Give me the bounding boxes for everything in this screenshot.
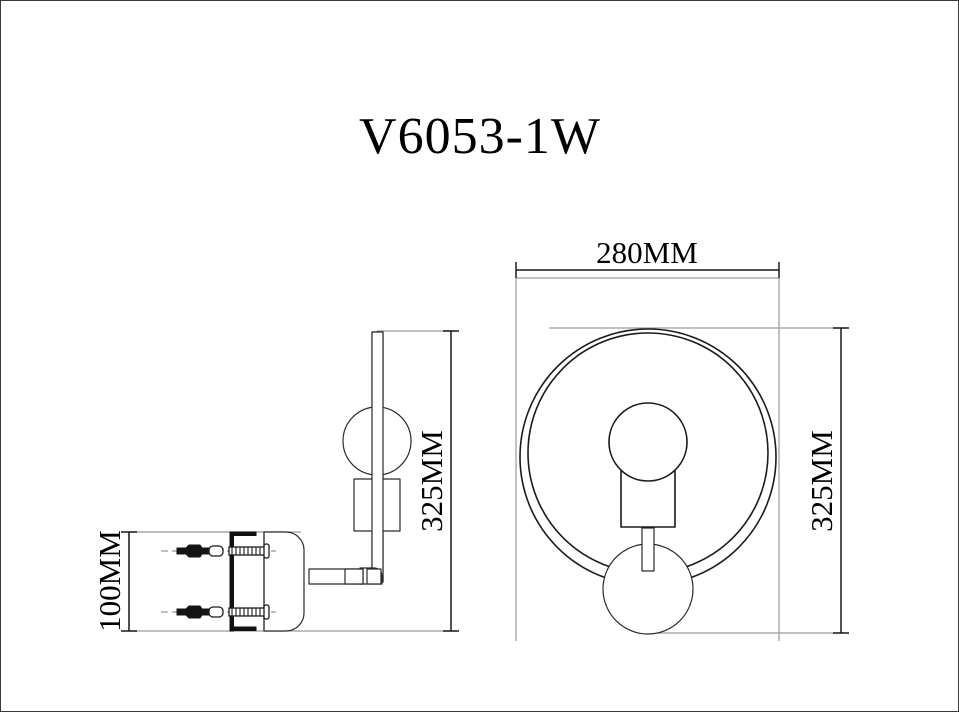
dim-label-280mm: 280MM bbox=[596, 235, 698, 270]
dimension-side-depth: 100MM bbox=[92, 530, 137, 632]
bracket-top-flange bbox=[229, 531, 257, 536]
bracket-bottom-flange bbox=[229, 626, 257, 631]
side-elbow bbox=[359, 567, 383, 585]
dimension-side-height: 325MM bbox=[414, 330, 459, 632]
screw-threads-upper bbox=[231, 547, 261, 555]
anchor-body-lower bbox=[176, 605, 213, 619]
hardware-lower bbox=[161, 604, 276, 620]
anchor-collar-upper bbox=[208, 545, 224, 557]
screw-head-lower bbox=[263, 604, 270, 620]
arm-collar bbox=[344, 568, 364, 585]
screw-head-upper bbox=[263, 543, 270, 559]
mounting-bracket bbox=[229, 531, 257, 632]
screw-threads-lower bbox=[231, 608, 261, 616]
light-bulb bbox=[608, 402, 688, 482]
front-stem bbox=[641, 527, 655, 572]
wall-anchor-upper bbox=[176, 544, 224, 558]
side-canopy-plate bbox=[263, 531, 305, 632]
dimension-front-width: 280MM bbox=[515, 235, 780, 278]
mounting-screw-lower bbox=[228, 604, 270, 620]
hardware-upper bbox=[161, 543, 276, 559]
mounting-screw-upper bbox=[228, 543, 270, 559]
side-horizontal-arm bbox=[308, 568, 364, 585]
dim-label-side-325mm: 325MM bbox=[414, 430, 449, 532]
anchor-body-upper bbox=[176, 544, 213, 558]
rod-shaft-front-edge bbox=[371, 331, 384, 583]
wall-anchor-lower bbox=[176, 605, 224, 619]
side-view: 325MM 100MM bbox=[92, 330, 459, 632]
dimension-front-height: 325MM bbox=[804, 327, 849, 634]
front-view: 280MM 325MM bbox=[515, 235, 849, 641]
stem-shaft bbox=[641, 527, 655, 572]
dim-label-100mm: 100MM bbox=[92, 530, 127, 632]
anchor-collar-lower bbox=[208, 606, 224, 618]
elbow-collar bbox=[366, 568, 382, 585]
dim-label-front-325mm: 325MM bbox=[804, 430, 839, 532]
page-title: V6053-1W bbox=[359, 108, 601, 165]
front-view-extension-lines bbox=[515, 277, 846, 641]
